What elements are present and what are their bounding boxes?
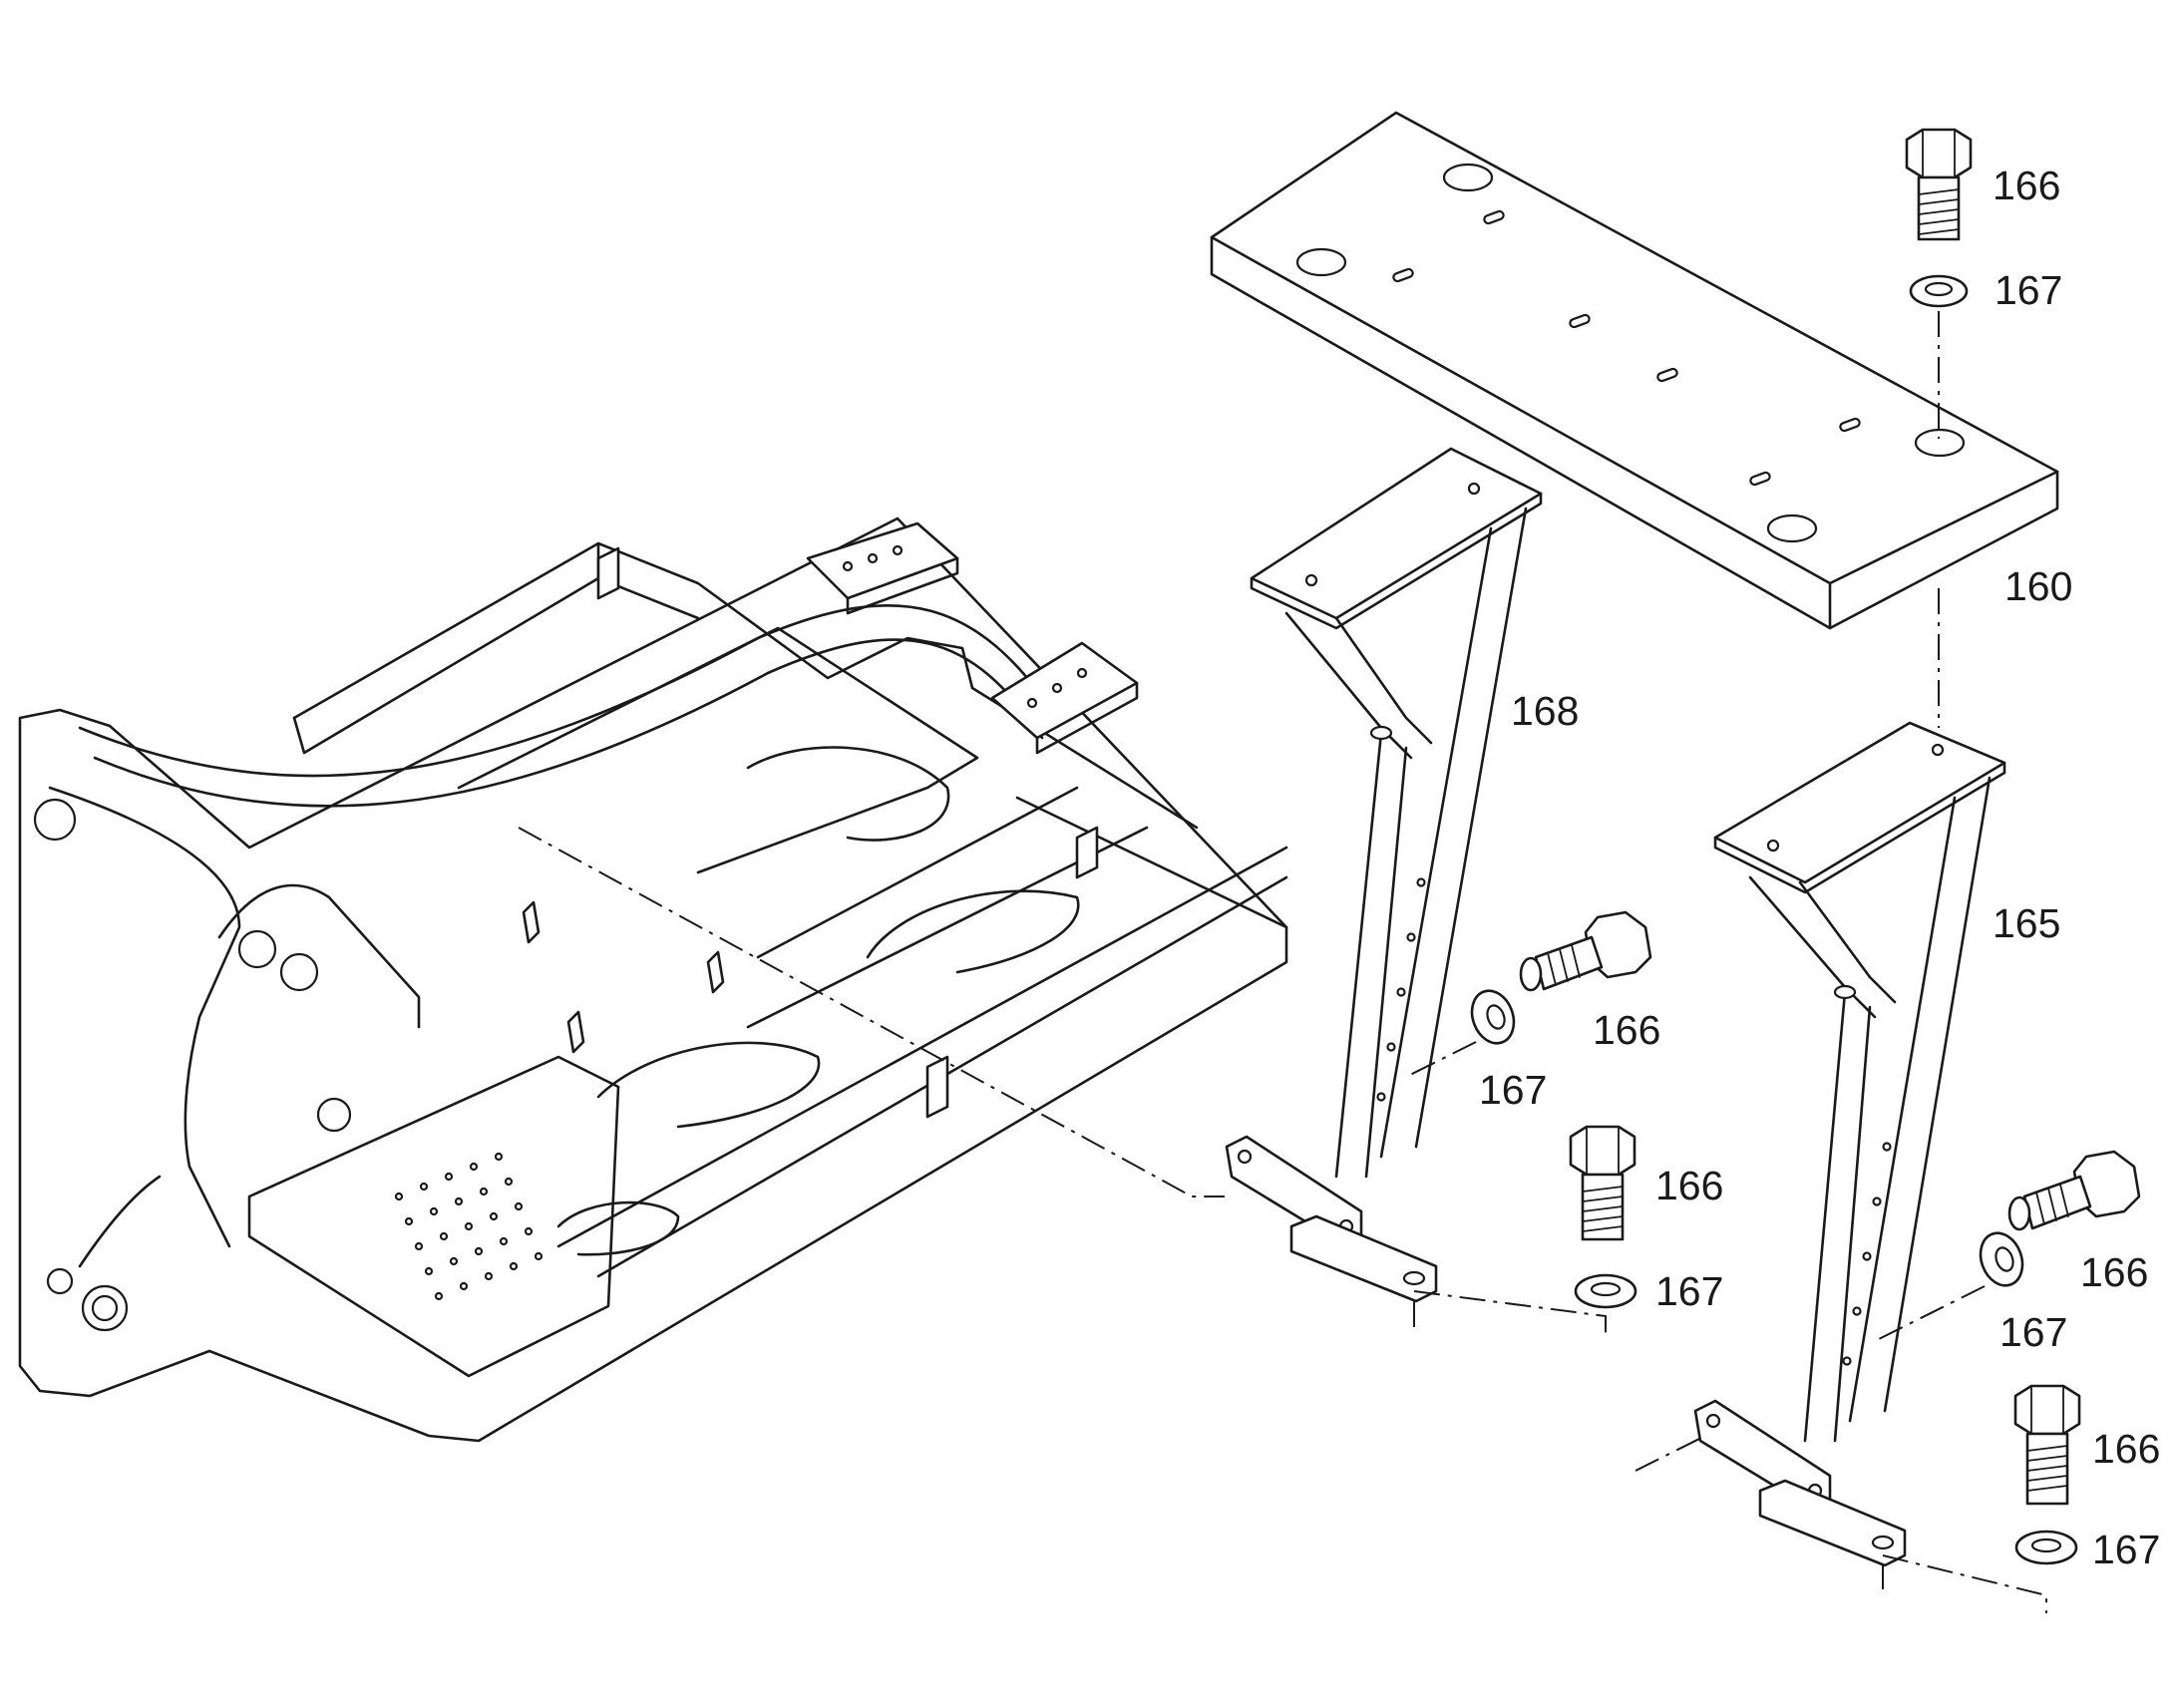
- callout-166-lower: 166: [1655, 1163, 1723, 1208]
- bolt-166-right: [2007, 1150, 2141, 1231]
- callout-167-lower: 167: [1655, 1268, 1723, 1314]
- washer-167-mid: [1470, 989, 1516, 1045]
- callout-166-top: 166: [1993, 163, 2060, 208]
- callout-167-top: 167: [1995, 267, 2062, 313]
- bolt-166-top: [1905, 128, 1973, 241]
- callout-166-right: 166: [2080, 1249, 2148, 1295]
- floor-hole-grid: [394, 1152, 544, 1301]
- washer-167-top: [1909, 274, 1969, 308]
- bolt-166-bottom: [2013, 1384, 2081, 1506]
- callout-167-mid: 167: [1479, 1067, 1547, 1113]
- callout-labels: 160 168 165 166 167 166 167 166 167 166 …: [1479, 163, 2160, 1572]
- top-plate-160: [1210, 111, 2059, 630]
- callout-168: 168: [1511, 688, 1579, 734]
- callout-166-bottom: 166: [2092, 1426, 2160, 1472]
- callout-167-right: 167: [1999, 1309, 2067, 1355]
- support-bracket-165: [1693, 721, 2006, 1567]
- callout-160: 160: [2004, 563, 2072, 609]
- callout-165: 165: [1993, 900, 2060, 946]
- bolt-166-mid: [1519, 910, 1652, 992]
- chassis-frame: [18, 516, 1288, 1443]
- support-bracket-168: [1225, 447, 1543, 1303]
- washer-167-bottom: [2014, 1530, 2078, 1565]
- center-lines: [518, 311, 2047, 1613]
- washer-167-lower: [1574, 1273, 1637, 1309]
- callout-167-bottom: 167: [2092, 1527, 2160, 1572]
- washer-167-right: [1979, 1231, 2024, 1287]
- callout-166-mid: 166: [1593, 1007, 1660, 1053]
- bolt-166-lower: [1569, 1125, 1636, 1241]
